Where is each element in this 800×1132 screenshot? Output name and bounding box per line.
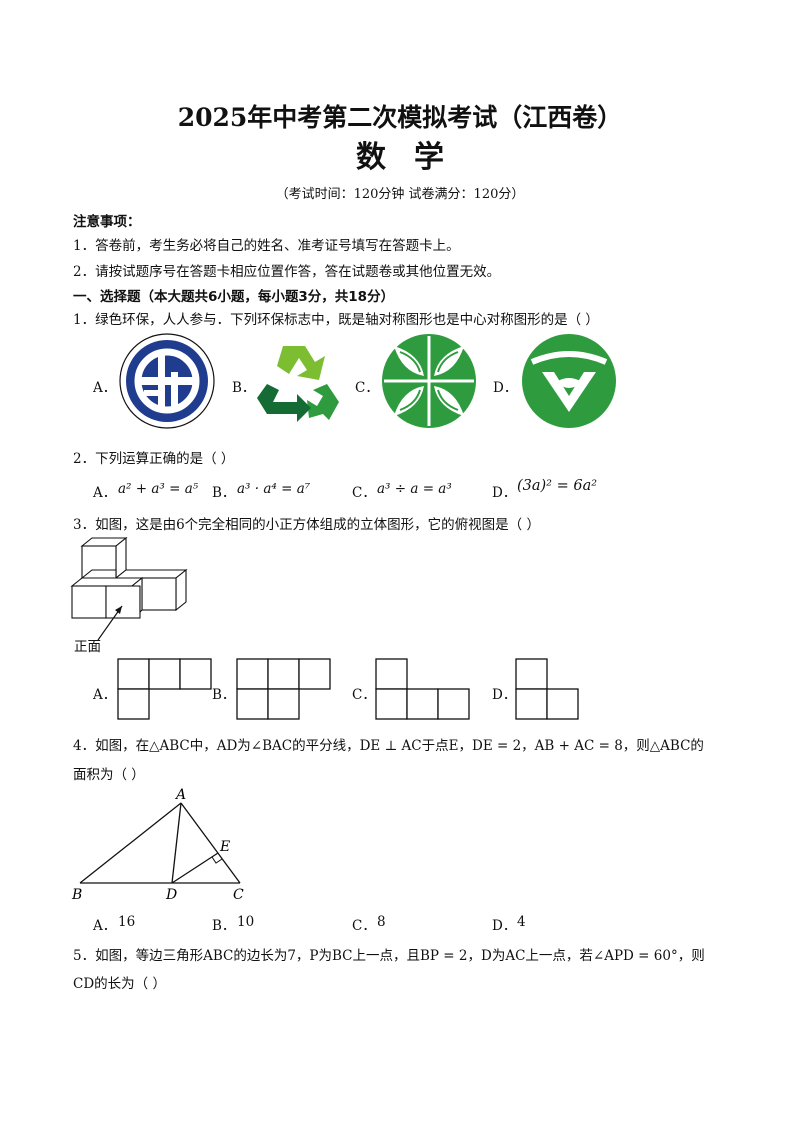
q2-option-b-label: B．: [212, 485, 236, 501]
triangle-figure: A B C D E: [71, 787, 244, 903]
cube-figure: [70, 536, 188, 641]
q1-option-c-label: C．: [355, 380, 379, 396]
point-d-label: D: [165, 887, 177, 903]
q1-option-d-label: D．: [493, 380, 518, 396]
note-item-2: 2．请按试题序号在答题卡相应位置作答，答在试题卷或其他位置无效。: [73, 264, 501, 280]
point-e-label: E: [219, 839, 230, 855]
subject-title: 数学: [356, 140, 472, 175]
q3-option-d-label: D．: [492, 687, 517, 703]
q4-option-d-label: D．: [492, 918, 517, 934]
point-b-label: B: [71, 887, 82, 903]
q3-option-b-figure: [236, 658, 331, 720]
recycle-icon: [257, 346, 339, 422]
q2-option-c-label: C．: [352, 485, 376, 501]
point-a-label: A: [174, 787, 186, 803]
q3-option-c-figure: [375, 658, 470, 720]
q2-option-c: a³ ÷ a = a³: [377, 481, 452, 497]
q4-option-a: 16: [118, 914, 136, 930]
logo-a-icon: [119, 333, 215, 429]
exam-info: （考试时间：120分钟 试卷满分：120分）: [275, 187, 525, 202]
q3-option-c-label: C．: [352, 687, 376, 703]
question-5-stem-cont: CD的长为（ ）: [73, 976, 166, 992]
front-label: 正面: [74, 639, 101, 655]
section-heading: 一、选择题（本大题共6小题，每小题3分，共18分）: [73, 289, 395, 305]
q2-option-d-label: D．: [492, 485, 517, 501]
q2-option-a: a² + a³ = a⁵: [118, 481, 199, 497]
q1-option-b-label: B．: [232, 380, 256, 396]
notes-heading: 注意事项：: [73, 214, 141, 230]
q4-option-b: 10: [237, 914, 255, 930]
q4-option-b-label: B．: [212, 918, 236, 934]
q3-option-d-figure: [515, 658, 579, 720]
point-c-label: C: [233, 887, 244, 903]
question-4-stem: 4．如图，在△ABC中，AD为∠BAC的平分线，DE ⊥ AC于点E，DE = …: [73, 738, 704, 754]
q2-option-d: (3a)² = 6a²: [517, 478, 598, 494]
q3-option-b-label: B．: [212, 687, 236, 703]
q4-option-c: 8: [377, 914, 386, 930]
q4-option-d: 4: [517, 914, 526, 930]
leaf-logo-icon: [382, 334, 476, 428]
q2-option-b: a³ · a⁴ = a⁷: [237, 481, 311, 497]
green-food-logo-icon: [522, 334, 616, 428]
note-item-1: 1．答卷前，考生务必将自己的姓名、准考证号填写在答题卡上。: [73, 238, 460, 254]
question-3-stem: 3．如图，这是由6个完全相同的小正方体组成的立体图形，它的俯视图是（ ）: [73, 517, 540, 533]
q2-option-a-label: A．: [93, 485, 117, 501]
q4-option-c-label: C．: [352, 918, 376, 934]
page-title: 2025年中考第二次模拟考试（江西卷）: [177, 103, 623, 132]
question-5-stem: 5．如图，等边三角形ABC的边长为7，P为BC上一点，且BP = 2，D为AC上…: [73, 948, 705, 964]
question-4-stem-cont: 面积为（ ）: [73, 767, 145, 783]
q4-option-a-label: A．: [93, 918, 117, 934]
q3-option-a-figure: [117, 658, 212, 720]
q1-option-a-label: A．: [93, 380, 117, 396]
question-2-stem: 2．下列运算正确的是（ ）: [73, 451, 235, 467]
q3-option-a-label: A．: [93, 687, 117, 703]
question-1-stem: 1．绿色环保，人人参与．下列环保标志中，既是轴对称图形也是中心对称图形的是（ ）: [73, 312, 599, 328]
